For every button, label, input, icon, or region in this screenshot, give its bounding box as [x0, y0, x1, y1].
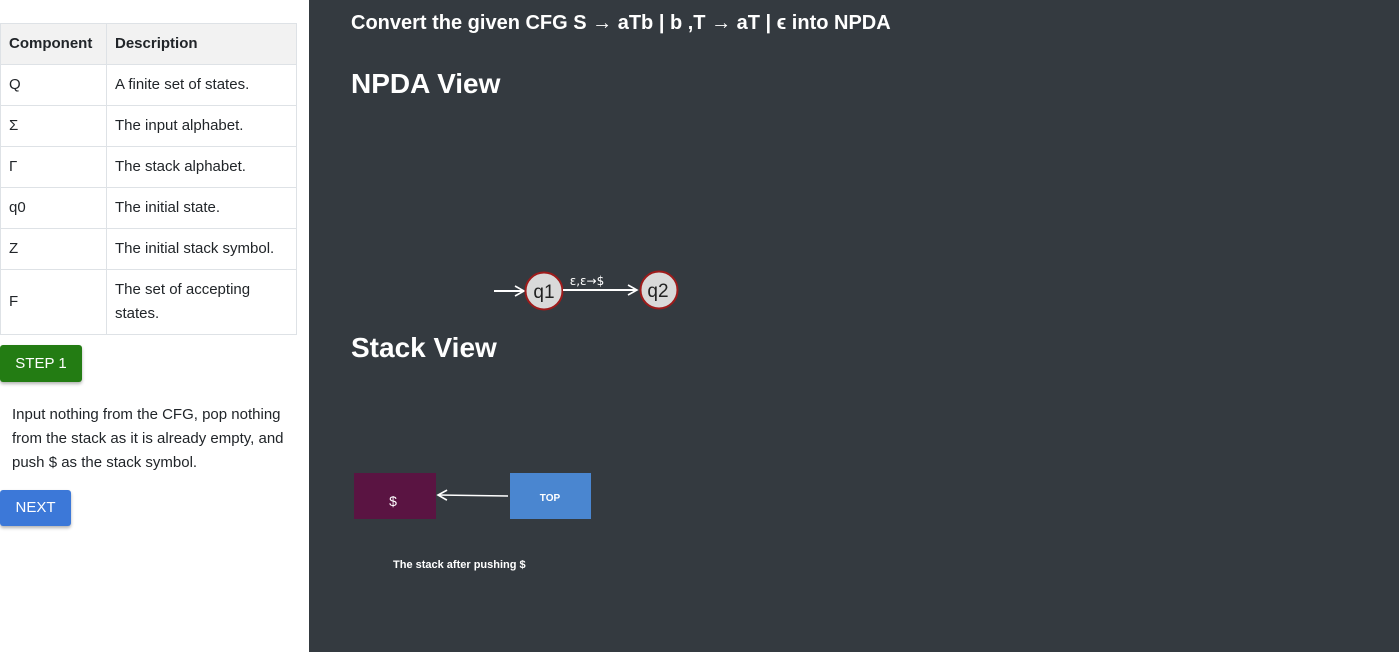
- state-q2-label: q2: [647, 281, 668, 302]
- description-cell: A finite set of states.: [106, 64, 297, 106]
- table-row: Q A finite set of states.: [0, 64, 297, 106]
- component-cell: Z: [0, 228, 107, 270]
- visualization-panel: Convert the given CFG S → aTb | b ,T → a…: [309, 0, 1399, 652]
- npda-view-title: NPDA View: [351, 68, 501, 99]
- stack-view-title: Stack View: [351, 332, 497, 363]
- state-q2: [639, 270, 679, 310]
- header-component: Component: [0, 23, 107, 65]
- table-row: F The set of accepting states.: [0, 269, 297, 335]
- component-cell: Q: [0, 64, 107, 106]
- top-pointer-arrow: [436, 489, 509, 501]
- transition-label: ε,ε→$: [570, 274, 604, 288]
- left-panel: Component Description Q A finite set of …: [0, 0, 309, 652]
- step-button[interactable]: STEP 1: [0, 345, 82, 382]
- diagram-canvas: q1 ε,ε→$ q2 $ TOP The stack after pushin…: [354, 270, 679, 571]
- description-cell: The initial state.: [106, 187, 297, 229]
- description-cell: The set of accepting states.: [106, 269, 297, 335]
- component-cell: F: [0, 269, 107, 335]
- state-q1-label: q1: [533, 282, 554, 303]
- state-q1: [524, 271, 564, 311]
- stack-symbol: $: [389, 493, 397, 509]
- table-row: q0 The initial state.: [0, 187, 297, 229]
- next-button[interactable]: NEXT: [0, 490, 71, 526]
- header-description: Description: [106, 23, 297, 65]
- table-row: Γ The stack alphabet.: [0, 146, 297, 188]
- description-cell: The initial stack symbol.: [106, 228, 297, 270]
- top-label: TOP: [540, 493, 561, 504]
- description-cell: The stack alphabet.: [106, 146, 297, 188]
- question-title: Convert the given CFG S → aTb | b ,T → a…: [351, 12, 891, 34]
- stack-caption: The stack after pushing $: [393, 559, 526, 571]
- component-cell: Σ: [0, 105, 107, 147]
- component-cell: Γ: [0, 146, 107, 188]
- table-header-row: Component Description: [0, 23, 297, 65]
- components-table: Component Description Q A finite set of …: [0, 23, 297, 335]
- stack-cell: [354, 473, 436, 519]
- step-description: Input nothing from the CFG, pop nothing …: [12, 406, 284, 471]
- table-row: Z The initial stack symbol.: [0, 228, 297, 270]
- description-cell: The input alphabet.: [106, 105, 297, 147]
- top-box: [510, 473, 591, 519]
- component-cell: q0: [0, 187, 107, 229]
- table-row: Σ The input alphabet.: [0, 105, 297, 147]
